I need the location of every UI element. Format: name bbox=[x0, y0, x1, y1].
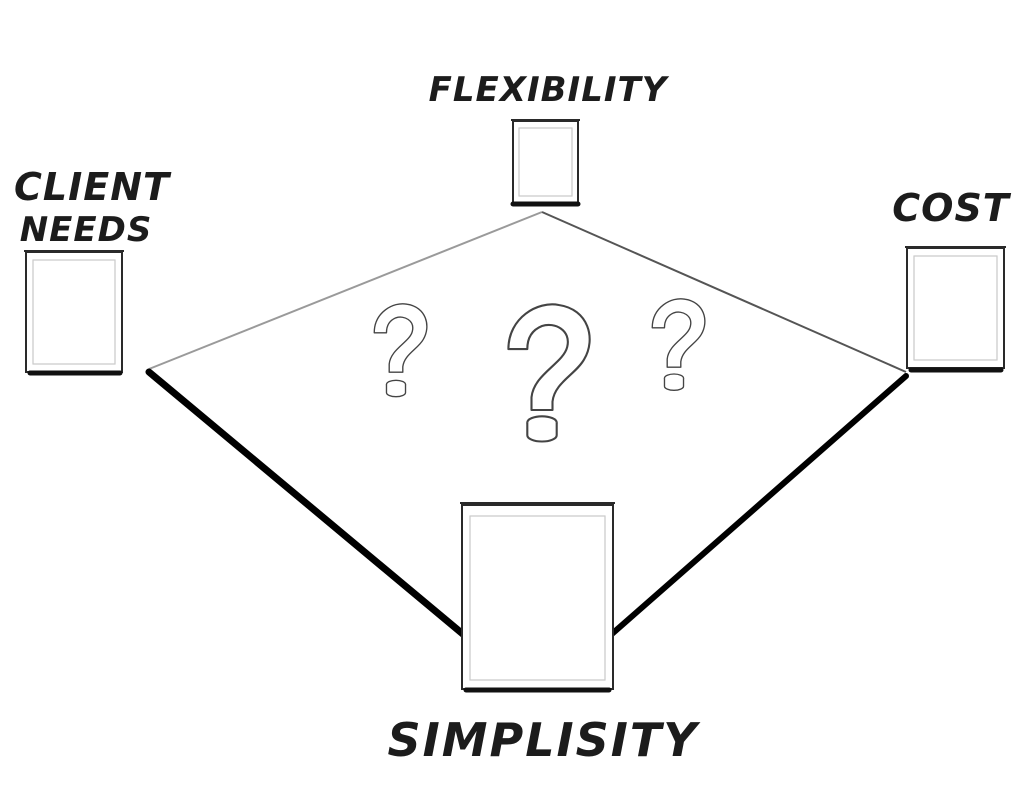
label-client-needs-line2: NEEDS bbox=[20, 210, 153, 250]
label-client-needs-line1: CLIENT bbox=[14, 165, 172, 209]
node-client-needs: CLIENT NEEDS bbox=[14, 165, 172, 376]
box-client-needs bbox=[25, 251, 123, 373]
diamond-edges bbox=[145, 211, 909, 644]
label-simplicity: SIMPLISITY bbox=[387, 713, 701, 767]
box-simplicity bbox=[461, 504, 614, 690]
box-cost-inner bbox=[913, 255, 998, 361]
box-flexibility bbox=[512, 120, 579, 204]
node-flexibility: FLEXIBILITY bbox=[429, 70, 670, 207]
edge-cost-simplicity bbox=[602, 373, 909, 643]
box-flexibility-inner bbox=[518, 127, 573, 197]
edge-flexibility-client-needs bbox=[148, 211, 543, 370]
question-mark-center bbox=[507, 303, 591, 443]
box-cost bbox=[906, 247, 1005, 369]
node-cost: COST bbox=[892, 186, 1012, 373]
node-simplicity: SIMPLISITY bbox=[387, 502, 701, 767]
box-simplicity-inner bbox=[469, 515, 606, 681]
question-mark-right bbox=[651, 298, 706, 391]
label-cost: COST bbox=[892, 186, 1012, 230]
edge-flexibility-cost bbox=[541, 211, 907, 373]
box-client-needs-inner bbox=[32, 259, 116, 365]
question-mark-left bbox=[373, 303, 428, 398]
label-flexibility: FLEXIBILITY bbox=[429, 70, 670, 110]
edge-client-needs-simplicity bbox=[145, 368, 474, 644]
